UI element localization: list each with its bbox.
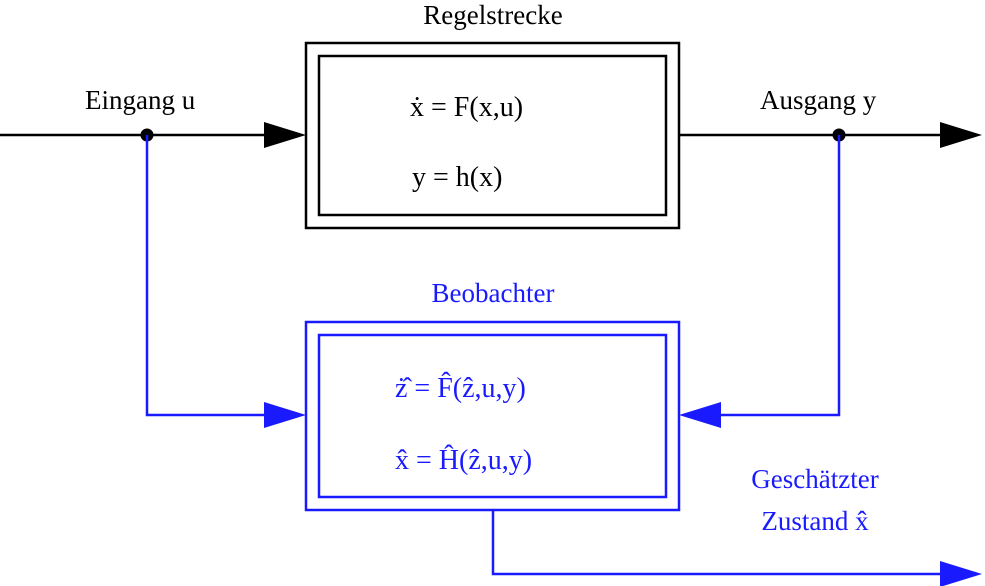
observer-title: Beobachter: [432, 278, 555, 308]
input-arrowhead: [264, 122, 306, 148]
estimate-label-line2: Zustand x̂: [761, 506, 869, 536]
observer-state-equation: ż̂ = F̂(ẑ,u,y): [395, 373, 526, 404]
plant-block: [317, 54, 668, 217]
output-arrowhead: [940, 122, 982, 148]
plant-title: Regelstrecke: [423, 0, 562, 30]
observer-output-equation: x̂ = Ĥ(ẑ,u,y): [395, 445, 532, 476]
output-label: Ausgang y: [760, 85, 877, 115]
input-label: Eingang u: [85, 85, 196, 115]
input-to-observer-line: [145, 135, 270, 417]
plant-output-equation: y = h(x): [412, 162, 502, 193]
observer-feedback-arrowhead: [679, 402, 721, 428]
observer-input-arrowhead: [264, 402, 306, 428]
observer-outer-frame: [304, 320, 681, 512]
output-to-observer-line: [715, 135, 841, 417]
estimate-label-line1: Geschätzter: [751, 464, 878, 494]
estimate-arrowhead: [940, 561, 982, 586]
plant-outer-frame: [304, 41, 681, 230]
estimate-signal-line: [491, 510, 944, 576]
observer-block: [317, 333, 668, 499]
plant-state-equation: ẋ = F(x,u): [410, 92, 523, 123]
